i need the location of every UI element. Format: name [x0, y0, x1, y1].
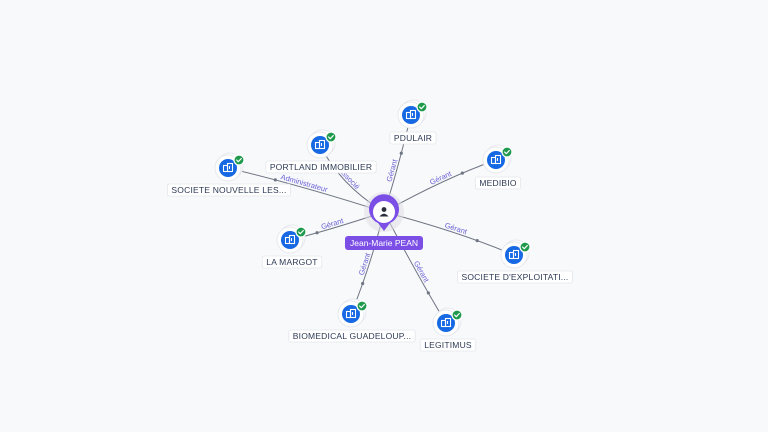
relation-label: Gérant: [444, 221, 469, 237]
company-name-label: SOCIETE D'EXPLOITATI...: [462, 272, 569, 282]
building-icon: [222, 162, 234, 173]
company-label-box: [457, 270, 573, 284]
verified-check-icon: [451, 309, 463, 321]
person-node[interactable]: Jean-Marie PEAN: [344, 192, 424, 250]
company-name-label: LA MARGOT: [266, 257, 317, 267]
company-node-societe-exploitati[interactable]: SOCIETE D'EXPLOITATI...: [457, 239, 573, 284]
building-icon: [284, 234, 296, 245]
relation-label: Gérant: [412, 259, 431, 284]
company-name-label: MEDIBIO: [479, 178, 516, 188]
edge-arrow-icon: [315, 231, 319, 235]
building-icon: [314, 139, 326, 150]
edge-arrow-icon: [475, 238, 479, 243]
verified-check-icon: [356, 300, 368, 312]
company-label-box: [419, 338, 477, 352]
person-icon: [379, 207, 389, 217]
edge-arrow-icon: [399, 151, 403, 155]
company-node-la-margot[interactable]: LA MARGOT: [261, 224, 323, 269]
relation-label: Gérant: [320, 216, 345, 231]
building-icon: [405, 109, 417, 120]
company-name-label: LEGITIMUS: [424, 340, 472, 350]
edge-societe-nouvelle: [227, 167, 385, 213]
company-name-label: PORTLAND IMMOBILIER: [270, 162, 372, 172]
relation-label: Gérant: [428, 169, 453, 187]
building-icon: [345, 308, 357, 319]
building-icon: [440, 317, 452, 328]
company-node-societe-nouvelle[interactable]: SOCIETE NOUVELLE LES...: [167, 152, 291, 197]
relation-label: Gérant: [357, 251, 373, 276]
company-node-medibio[interactable]: MEDIBIO: [474, 144, 522, 190]
company-label-box: [265, 160, 377, 174]
verified-check-icon: [325, 131, 337, 143]
company-name-label: PDULAIR: [394, 133, 432, 143]
company-name-label: SOCIETE NOUVELLE LES...: [171, 185, 286, 195]
edge-arrow-icon: [460, 171, 464, 175]
verified-check-icon: [233, 154, 245, 166]
person-badge: [373, 201, 395, 223]
company-name-label: BIOMEDICAL GUADELOUP...: [293, 331, 411, 341]
person-label-box: [344, 236, 424, 250]
verified-check-icon: [501, 146, 513, 158]
edge-arrow-icon: [426, 291, 430, 295]
edge-arrow-icon: [361, 281, 365, 286]
verified-check-icon: [295, 226, 307, 238]
company-node-portland[interactable]: PORTLAND IMMOBILIER: [265, 129, 377, 174]
verified-check-icon: [519, 241, 531, 253]
company-label-box: [261, 255, 323, 269]
verified-check-icon: [416, 101, 428, 113]
company-node-biomedical[interactable]: BIOMEDICAL GUADELOUP...: [288, 298, 416, 343]
company-label-box: [288, 329, 416, 343]
company-label-box: [167, 183, 291, 197]
building-icon: [490, 154, 502, 165]
edge-arrow-icon: [273, 178, 277, 182]
company-label-box: [389, 131, 437, 145]
company-node-pdulair[interactable]: PDULAIR: [389, 99, 437, 145]
company-label-box: [474, 176, 522, 190]
person-name-label: Jean-Marie PEAN: [350, 238, 418, 248]
relation-label: Gérant: [385, 157, 400, 182]
company-node-legitimus[interactable]: LEGITIMUS: [419, 307, 477, 352]
building-icon: [508, 249, 520, 260]
